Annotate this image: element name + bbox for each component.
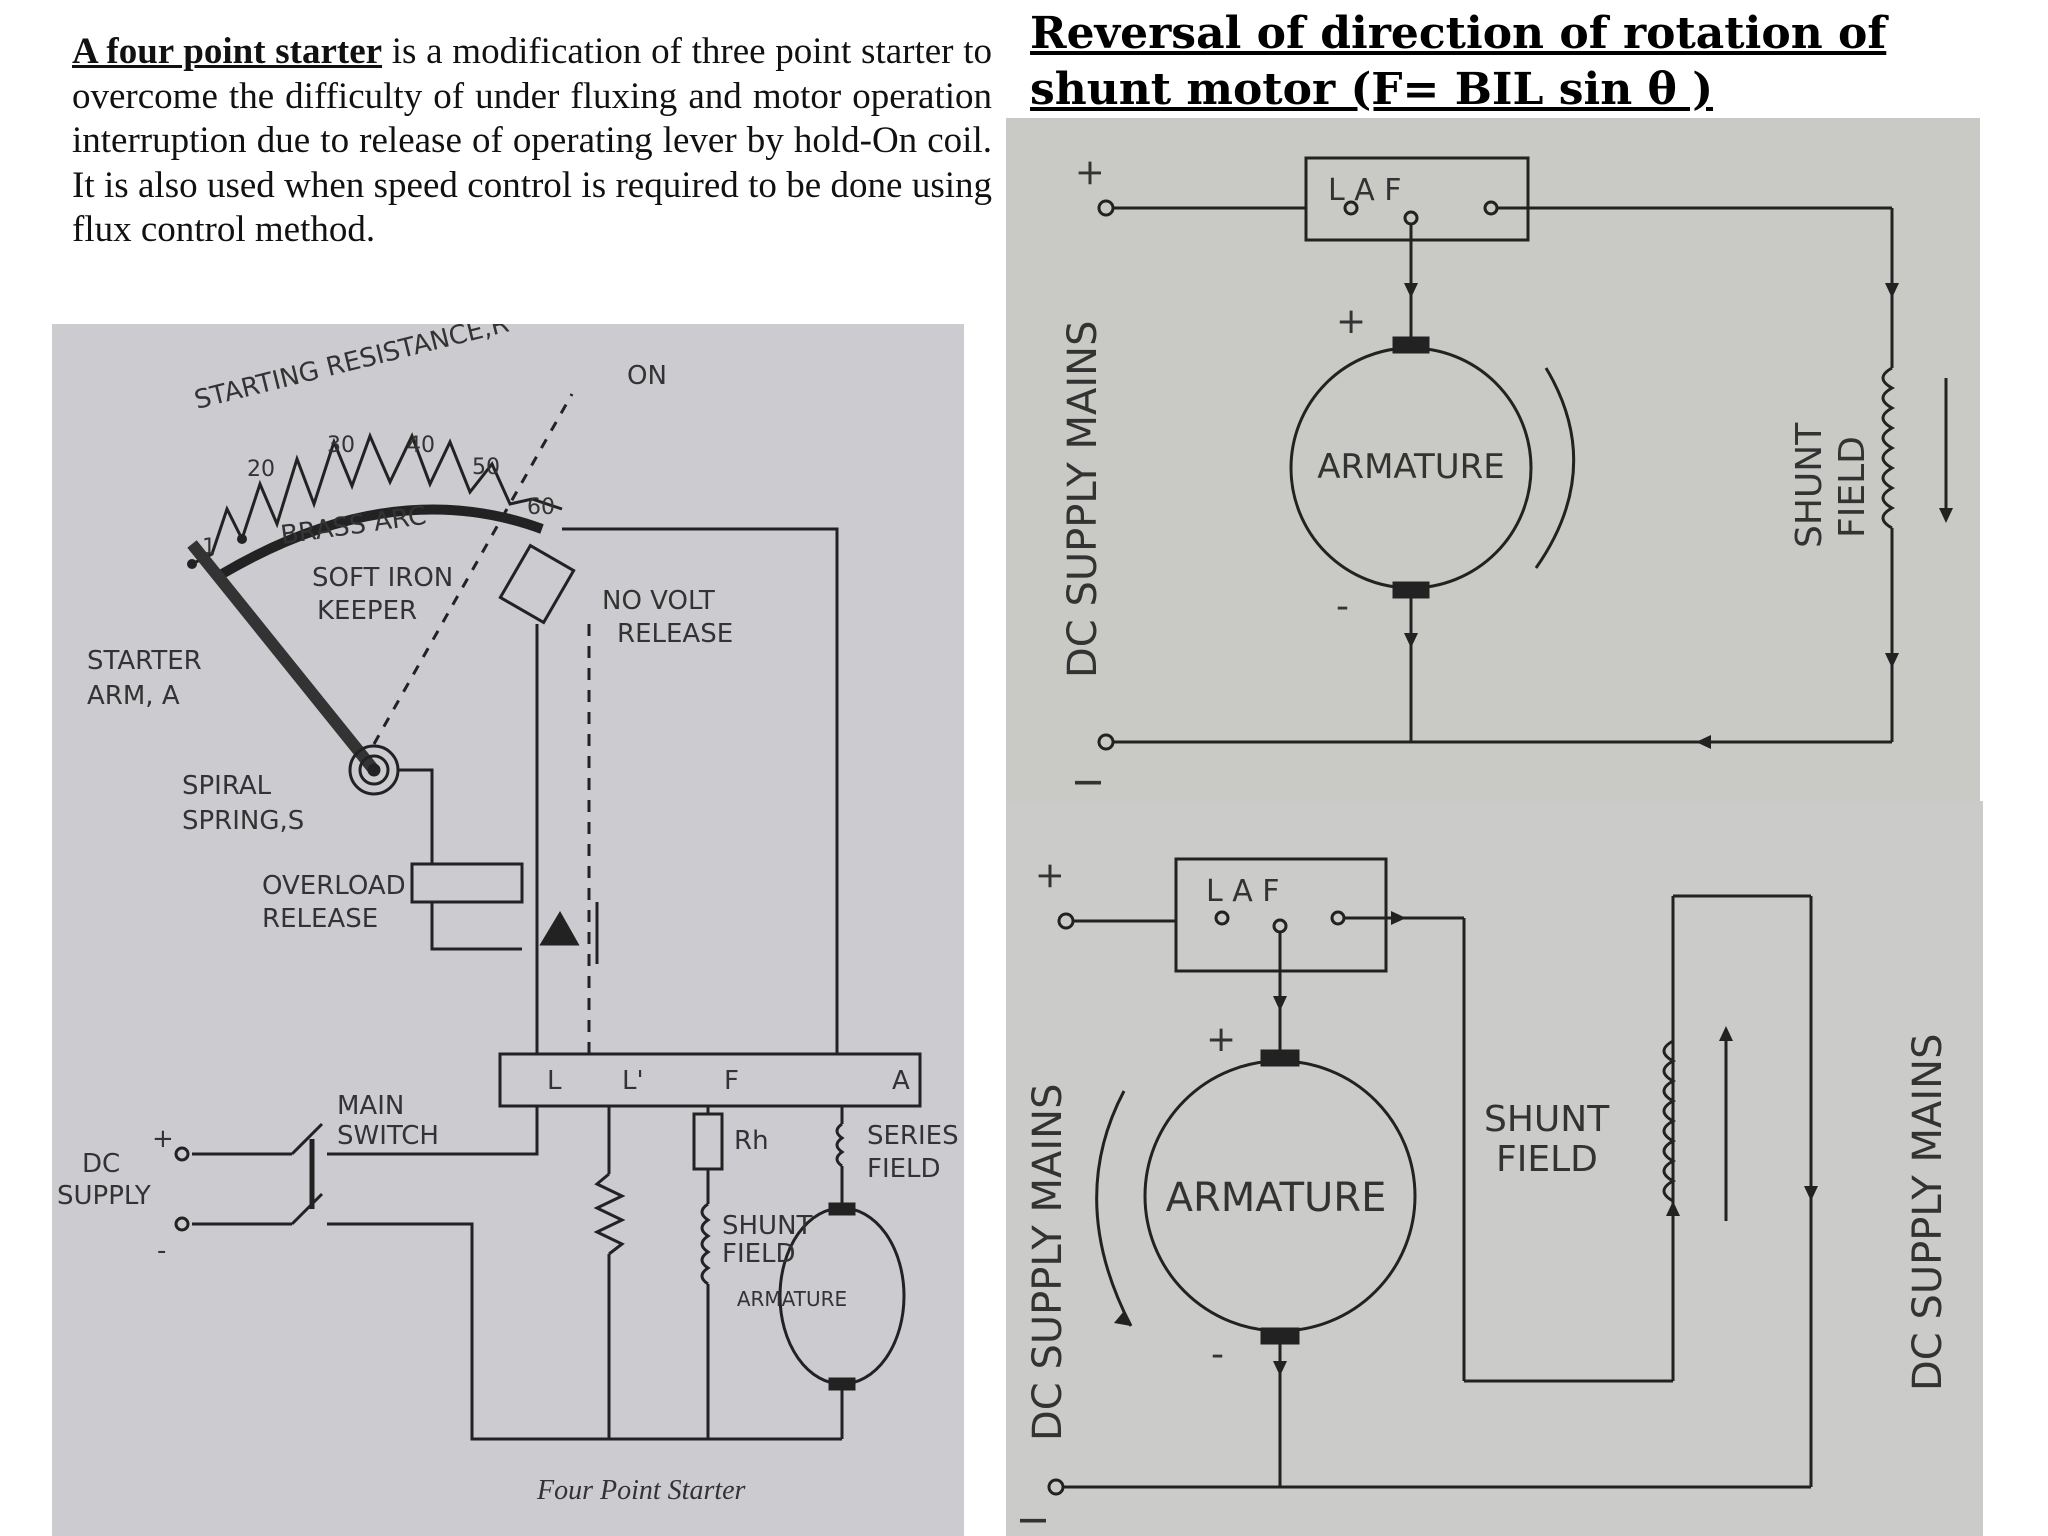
four-point-starter-diagram: STARTING RESISTANCE,R ON BRASS ARC SOFT … bbox=[57, 324, 959, 1506]
overload-trip-wedge bbox=[539, 911, 580, 946]
label-terminal-l2: L' bbox=[622, 1066, 644, 1096]
stud-50: 50 bbox=[472, 455, 500, 480]
intro-lead-term: A four point starter bbox=[72, 31, 383, 72]
label-brass-arc: BRASS ARC bbox=[279, 501, 428, 551]
reversal-diagram-top-svg: DC SUPPLY MAINS L A F ARMATURE SHUNT FIE… bbox=[1060, 156, 1953, 788]
starter-arm bbox=[187, 540, 379, 774]
stud-20: 20 bbox=[247, 457, 275, 482]
label-supply-plus: + bbox=[1029, 861, 1070, 891]
reversal-diagram-bottom-svg: DC SUPPLY MAINS DC SUPPLY MAINS L A F AR… bbox=[1014, 857, 1951, 1526]
label-no-volt-1: NO VOLT bbox=[602, 586, 715, 616]
label-armature: ARMATURE bbox=[1317, 447, 1505, 487]
label-minus: - bbox=[157, 1236, 166, 1266]
overload-release-coil bbox=[410, 862, 524, 904]
label-rh: Rh bbox=[734, 1126, 769, 1156]
label-overload-1: OVERLOAD bbox=[262, 871, 406, 901]
label-on: ON bbox=[627, 361, 667, 391]
label-terminal-a: A bbox=[892, 1066, 910, 1096]
series-field-coil bbox=[835, 1122, 845, 1168]
label-starting-resistance: STARTING RESISTANCE,R bbox=[191, 324, 512, 416]
label-supply-plus: + bbox=[1069, 158, 1110, 188]
stud-1: 1 bbox=[202, 535, 216, 560]
label-starter-arm-1: STARTER bbox=[87, 646, 202, 676]
label-plus: + bbox=[152, 1124, 174, 1154]
no-volt-resistor bbox=[593, 1172, 626, 1256]
label-series-2: FIELD bbox=[867, 1154, 941, 1184]
label-dc-2: SUPPLY bbox=[57, 1181, 151, 1211]
reversal-diagram-bottom: DC SUPPLY MAINS DC SUPPLY MAINS L A F AR… bbox=[1006, 801, 1983, 1536]
label-main-switch-1: MAIN bbox=[337, 1091, 404, 1121]
label-armature: ARMATURE bbox=[737, 1287, 847, 1311]
terminal-strip bbox=[498, 1052, 922, 1108]
shunt-field-coil bbox=[700, 1202, 711, 1286]
label-shunt-1: SHUNT bbox=[722, 1211, 813, 1241]
label-supply-minus: I bbox=[1014, 1515, 1055, 1526]
label-armature-plus: + bbox=[1206, 1019, 1236, 1060]
label-starter-arm-2: ARM, A bbox=[87, 681, 180, 711]
field-rheostat-rh bbox=[692, 1112, 724, 1171]
label-armature-minus: - bbox=[1336, 586, 1349, 627]
label-dc-1: DC bbox=[82, 1149, 120, 1179]
reversal-heading: Reversal of direction of rotation of shu… bbox=[1030, 8, 1887, 115]
intro-paragraph: A four point starter is a modification o… bbox=[72, 30, 992, 253]
label-no-volt-2: RELEASE bbox=[617, 619, 733, 649]
label-soft-iron-1: SOFT IRON bbox=[312, 563, 453, 593]
label-dc-supply-mains-right: DC SUPPLY MAINS bbox=[1905, 1034, 1951, 1391]
label-terminal-l: L bbox=[547, 1066, 562, 1096]
label-terminal-f: F bbox=[724, 1066, 739, 1096]
intro-body-text: is a modification of three point starter… bbox=[72, 31, 992, 250]
label-dc-supply-mains-left: DC SUPPLY MAINS bbox=[1025, 1084, 1071, 1441]
label-armature: ARMATURE bbox=[1166, 1175, 1387, 1221]
label-spiral-1: SPIRAL bbox=[182, 771, 272, 801]
four-point-starter-figure: STARTING RESISTANCE,R ON BRASS ARC SOFT … bbox=[52, 324, 964, 1536]
label-spiral-2: SPRING,S bbox=[182, 806, 304, 836]
shunt-field-coil bbox=[1662, 1039, 1677, 1203]
label-field: FIELD bbox=[1496, 1139, 1598, 1180]
label-shunt-2: FIELD bbox=[722, 1239, 796, 1269]
figure-caption: Four Point Starter bbox=[536, 1475, 746, 1506]
supply-minus-terminal bbox=[174, 1216, 190, 1232]
stud-30: 30 bbox=[327, 433, 355, 458]
supply-plus-terminal bbox=[174, 1146, 190, 1162]
stud-60: 60 bbox=[527, 495, 555, 520]
label-main-switch-2: SWITCH bbox=[337, 1121, 439, 1151]
label-shunt: SHUNT bbox=[1484, 1099, 1610, 1140]
label-armature-plus: + bbox=[1336, 301, 1366, 342]
starting-resistance-zigzag bbox=[191, 431, 563, 566]
label-series-1: SERIES bbox=[867, 1121, 959, 1151]
shunt-field-coil bbox=[1881, 366, 1896, 530]
stud-40: 40 bbox=[407, 433, 435, 458]
no-volt-release-coil bbox=[498, 543, 576, 625]
label-armature-minus: - bbox=[1211, 1334, 1224, 1375]
label-overload-2: RELEASE bbox=[262, 904, 378, 934]
label-dc-supply-mains: DC SUPPLY MAINS bbox=[1060, 321, 1106, 678]
label-shunt: SHUNT bbox=[1789, 422, 1830, 548]
starter-box-laf bbox=[1304, 156, 1530, 242]
label-field: FIELD bbox=[1832, 436, 1873, 538]
label-supply-minus: I bbox=[1069, 777, 1110, 788]
label-soft-iron-2: KEEPER bbox=[317, 596, 417, 626]
reversal-diagram-top: DC SUPPLY MAINS L A F ARMATURE SHUNT FIE… bbox=[1006, 118, 1980, 801]
label-laf: L A F bbox=[1328, 173, 1402, 208]
label-laf: L A F bbox=[1206, 874, 1280, 909]
